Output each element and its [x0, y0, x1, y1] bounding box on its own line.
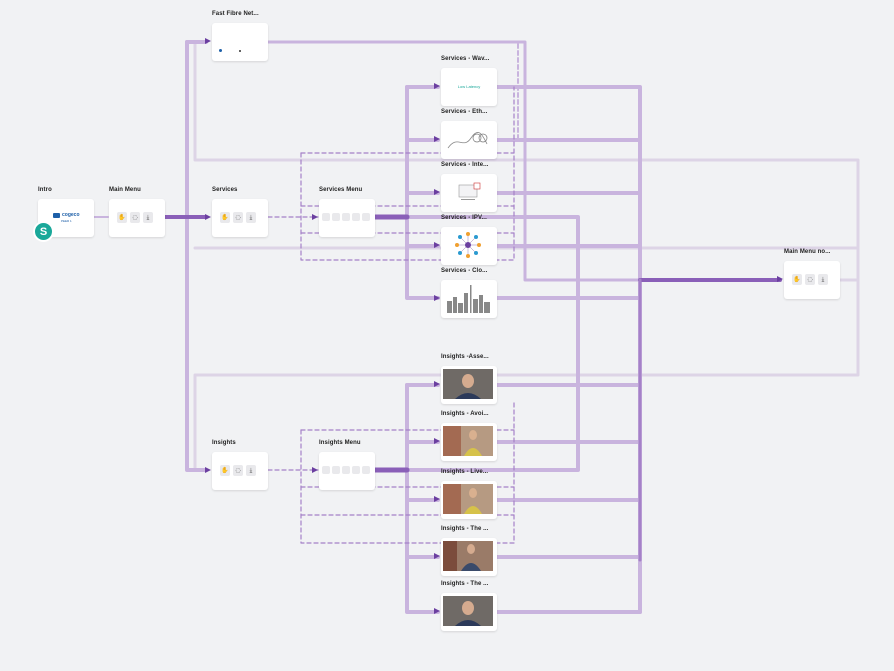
node-title: Intro — [38, 187, 52, 193]
node-card[interactable]: ✋ ◌ ⤓ — [784, 261, 840, 299]
node-card[interactable] — [441, 280, 497, 318]
menu-thumb-icon — [342, 466, 350, 474]
node-card[interactable] — [441, 121, 497, 159]
node-card[interactable] — [441, 593, 497, 631]
input-port-icon[interactable] — [205, 467, 211, 473]
node-card[interactable] — [441, 481, 497, 519]
input-port-icon[interactable] — [205, 214, 211, 220]
node-title: Services - Wav... — [441, 56, 490, 62]
wire-faint — [193, 40, 860, 472]
badge-s-icon[interactable]: S — [33, 221, 54, 242]
menu-thumb-icon — [352, 213, 360, 221]
node-title: Services - Eth... — [441, 109, 488, 115]
node-card[interactable] — [319, 452, 375, 490]
video-thumbnail-icon — [443, 484, 493, 514]
hand-icon: ✋ — [220, 465, 230, 476]
chat-icon: ◌ — [805, 274, 815, 285]
video-thumbnail-icon — [443, 426, 493, 456]
node-title: Services - Clo... — [441, 268, 488, 274]
video-thumbnail-icon — [443, 369, 493, 399]
input-port-icon[interactable] — [777, 276, 783, 282]
menu-thumb-icon — [362, 213, 370, 221]
wire-light — [185, 40, 208, 472]
calendar-illustration-icon — [458, 182, 481, 200]
node-card[interactable] — [441, 227, 497, 265]
wire-light — [495, 85, 642, 614]
input-port-icon[interactable] — [434, 83, 440, 89]
node-card[interactable] — [441, 538, 497, 576]
node-title: Fast Fibre Net... — [212, 11, 259, 17]
node-title: Insights — [212, 440, 236, 446]
menu-thumb-icon — [322, 466, 330, 474]
input-port-icon[interactable] — [312, 467, 318, 473]
wire-light — [405, 85, 440, 300]
node-card[interactable] — [319, 199, 375, 237]
cable-illustration-icon — [447, 132, 488, 149]
node-title: Insights - Avoi... — [441, 411, 489, 417]
input-port-icon[interactable] — [434, 553, 440, 559]
menu-thumb-icon — [332, 213, 340, 221]
video-thumbnail-icon — [443, 541, 493, 571]
node-card[interactable]: ✋ ◌ ⤓ — [212, 452, 268, 490]
input-port-icon[interactable] — [312, 214, 318, 220]
download-icon: ⤓ — [818, 274, 828, 285]
wire-light — [405, 383, 440, 614]
input-port-icon[interactable] — [434, 608, 440, 614]
node-card[interactable] — [441, 366, 497, 404]
chat-icon: ◌ — [233, 465, 243, 476]
node-title: Services - Inte... — [441, 162, 489, 168]
menu-thumb-icon — [342, 213, 350, 221]
node-title: Insights - The ... — [441, 581, 489, 587]
input-port-icon[interactable] — [205, 38, 211, 44]
input-port-icon[interactable] — [434, 496, 440, 502]
input-port-icon[interactable] — [434, 295, 440, 301]
hand-icon: ✋ — [117, 212, 127, 223]
input-port-icon[interactable] — [434, 381, 440, 387]
skyline-illustration-icon — [447, 285, 490, 313]
dot-icon — [239, 50, 241, 52]
network-illustration-icon — [455, 232, 481, 258]
menu-thumb-icon — [322, 213, 330, 221]
chat-icon: ◌ — [130, 212, 140, 223]
cogeco-logo: cogeco — [53, 212, 80, 218]
input-port-icon[interactable] — [434, 136, 440, 142]
input-port-icon[interactable] — [434, 242, 440, 248]
node-title: Insights Menu — [319, 440, 361, 446]
node-card[interactable]: ✋ ◌ ⤓ — [109, 199, 165, 237]
input-port-icon[interactable] — [434, 189, 440, 195]
node-card[interactable] — [441, 423, 497, 461]
node-title: Insights -Asse... — [441, 354, 489, 360]
download-icon: ⤓ — [246, 212, 256, 223]
node-title: Insights - The ... — [441, 526, 489, 532]
node-title: Services Menu — [319, 187, 363, 193]
thumbnail-caption: Low Latency — [457, 84, 481, 89]
hand-icon: ✋ — [792, 274, 802, 285]
menu-thumb-icon — [352, 466, 360, 474]
logo-subtext: PEER 1 — [61, 219, 72, 223]
hand-icon: ✋ — [220, 212, 230, 223]
node-card[interactable] — [212, 23, 268, 61]
node-card[interactable] — [441, 174, 497, 212]
node-title: Insights - Live... — [441, 469, 489, 475]
node-card[interactable]: Low Latency — [441, 68, 497, 106]
wire-light — [373, 215, 580, 472]
node-title: Main Menu — [109, 187, 141, 193]
chat-icon: ◌ — [233, 212, 243, 223]
dot-icon — [219, 49, 222, 52]
node-title: Main Menu no... — [784, 249, 831, 255]
node-card[interactable]: ✋ ◌ ⤓ — [212, 199, 268, 237]
menu-thumb-icon — [362, 466, 370, 474]
video-thumbnail-icon — [443, 596, 493, 626]
node-title: Services - IPV... — [441, 215, 487, 221]
node-title: Services — [212, 187, 238, 193]
download-icon: ⤓ — [246, 465, 256, 476]
menu-thumb-icon — [332, 466, 340, 474]
input-port-icon[interactable] — [434, 438, 440, 444]
download-icon: ⤓ — [143, 212, 153, 223]
